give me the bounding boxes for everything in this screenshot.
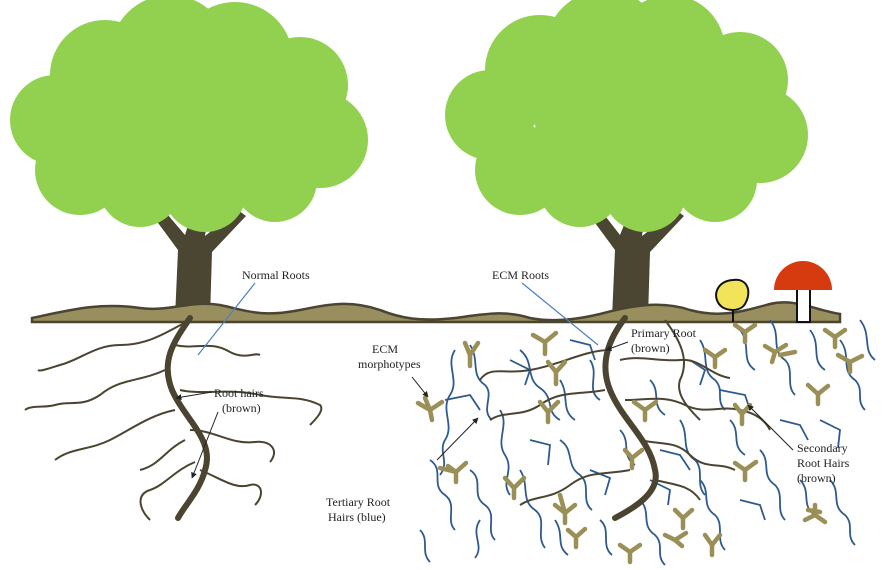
normal-roots-label: Normal Roots	[242, 268, 310, 282]
primary-root-label-line1: Primary Root	[631, 326, 697, 340]
ecm-morphotypes-label-line2: morphotypes	[358, 357, 421, 371]
primary-root-label-line2: (brown)	[631, 341, 670, 355]
labels: Normal Roots ECM Roots Root hairs (brown…	[214, 268, 850, 524]
ecm-roots-label: ECM Roots	[492, 268, 549, 282]
secondary-label-line3: (brown)	[797, 471, 836, 485]
left-canopy	[10, 0, 368, 232]
secondary-label-line1: Secondary	[797, 441, 848, 455]
right-canopy	[445, 0, 808, 232]
ecm-morphotypes	[418, 325, 862, 562]
ecm-morphotypes-label-line1: ECM	[372, 342, 398, 356]
primary-root-left	[168, 318, 207, 518]
root-hairs-label-line1: Root hairs	[214, 386, 264, 400]
left-tree	[10, 0, 368, 318]
tertiary-label-line1: Tertiary Root	[326, 495, 391, 509]
root-hairs-label-line2: (brown)	[222, 401, 261, 415]
secondary-label-line2: Root Hairs	[797, 456, 850, 470]
tertiary-label-line2: Hairs (blue)	[328, 510, 386, 524]
